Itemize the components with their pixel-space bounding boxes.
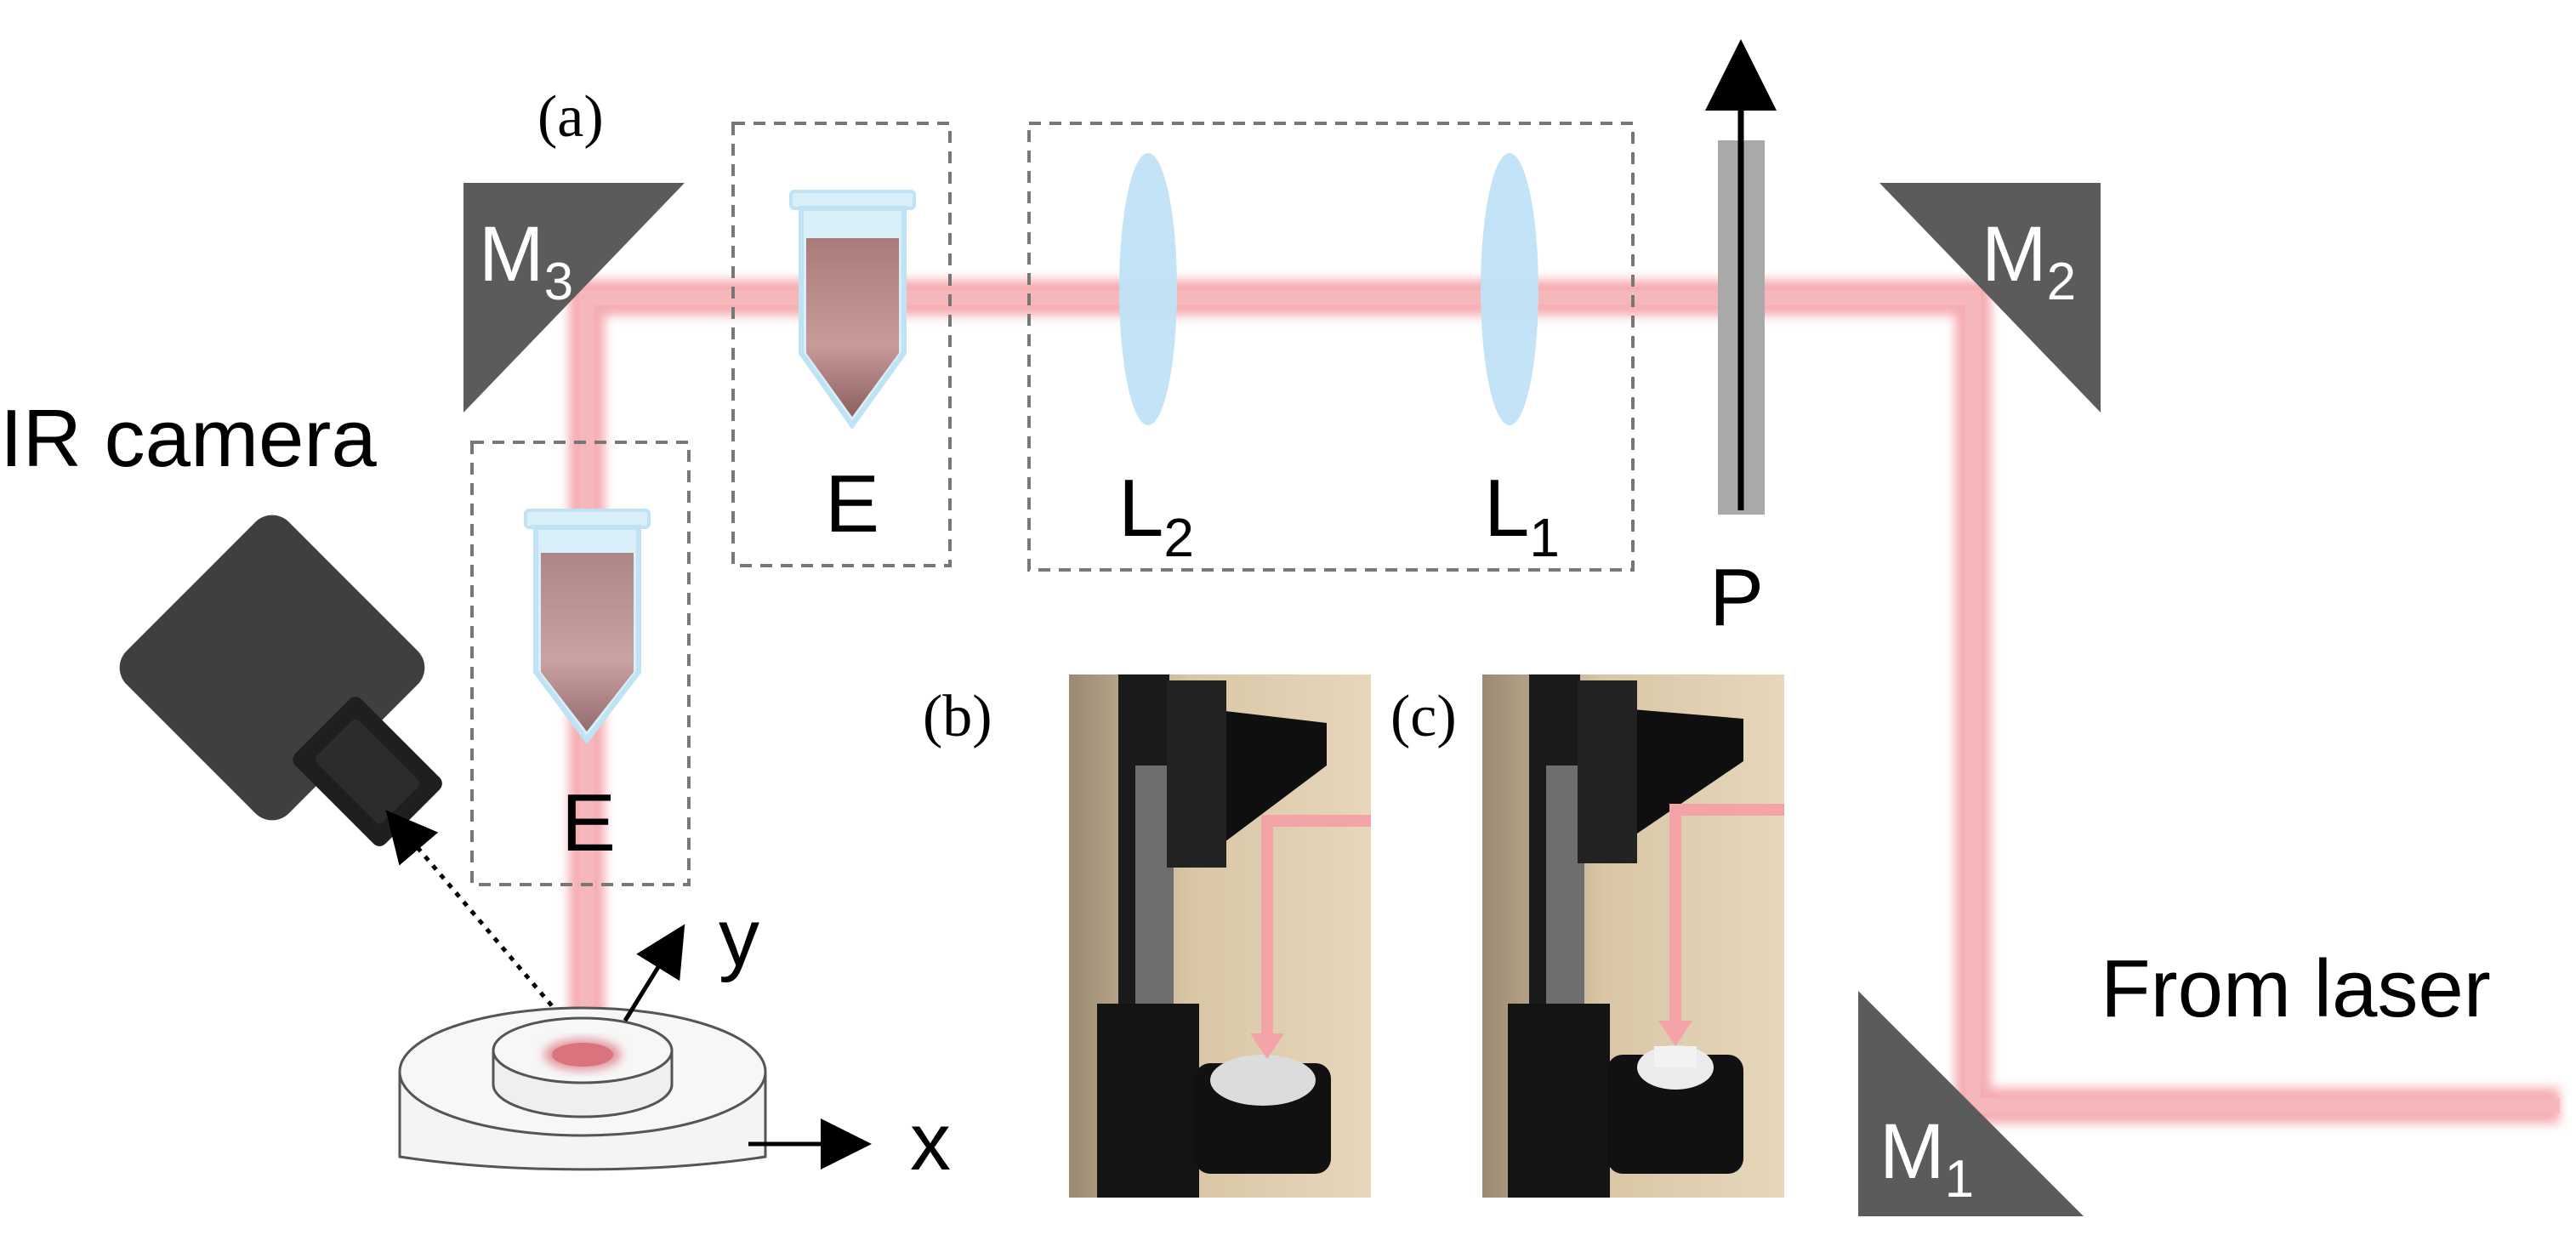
polarizer-label: P xyxy=(1709,552,1764,643)
photo-c xyxy=(1482,674,1784,1198)
panel-label-c: (c) xyxy=(1390,684,1457,749)
svg-text:M2: M2 xyxy=(1982,211,2076,311)
svg-text:L1: L1 xyxy=(1484,463,1560,568)
svg-text:y: y xyxy=(719,892,759,983)
lens-l2: L2 xyxy=(1118,153,1194,568)
panel-label-a: (a) xyxy=(537,84,604,150)
axis-y: y xyxy=(623,892,759,1022)
lens-box: L2 L1 xyxy=(1027,122,1635,572)
svg-text:x: x xyxy=(910,1096,951,1187)
mirror-m2: M2 xyxy=(1879,183,2101,413)
mirror-m1: M1 xyxy=(1858,991,2084,1216)
lens-l1: L1 xyxy=(1481,153,1560,568)
expander-top-label: E xyxy=(825,458,879,549)
from-laser-label: From laser xyxy=(2101,943,2491,1034)
polarizer: P xyxy=(1705,39,1777,643)
ir-camera xyxy=(119,515,442,846)
photo-b xyxy=(1069,674,1371,1198)
svg-text:L2: L2 xyxy=(1118,463,1194,568)
sample-stage xyxy=(398,1006,767,1171)
axis-x: x xyxy=(748,1096,951,1187)
ir-emission-arrow xyxy=(385,810,584,1044)
mirror-m3: M3 xyxy=(463,183,685,413)
sample-tube-top xyxy=(789,190,916,430)
expander-side-label: E xyxy=(561,777,616,868)
svg-text:M3: M3 xyxy=(479,211,573,311)
expander-side: E xyxy=(470,441,691,886)
ir-camera-label: IR camera xyxy=(0,393,377,484)
expander-top: E xyxy=(731,122,952,567)
sample-tube-side xyxy=(524,509,651,744)
svg-text:M1: M1 xyxy=(1879,1108,1974,1209)
panel-label-b: (b) xyxy=(923,684,992,749)
